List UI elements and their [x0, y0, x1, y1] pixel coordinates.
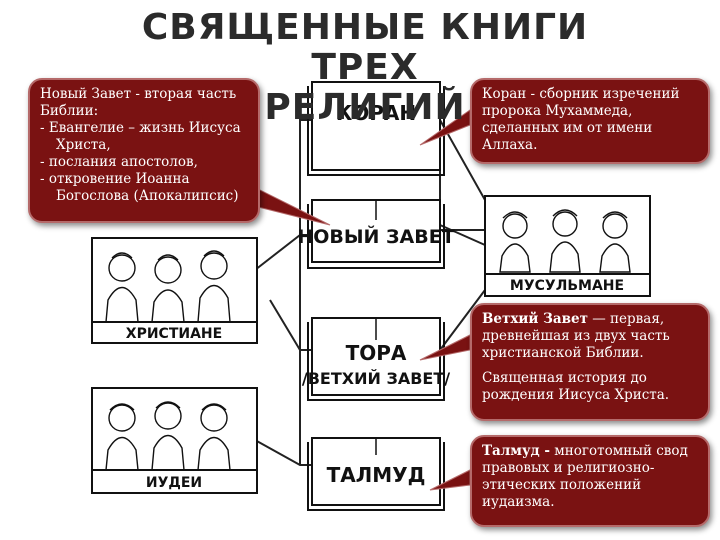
group-jews: ИУДЕИ [92, 388, 257, 493]
connector-lines [255, 120, 485, 465]
christians-label: ХРИСТИАНЕ [126, 326, 222, 342]
callout-talmud: Талмуд - многотомный свод правовых и рел… [470, 435, 710, 527]
book-talmud: ТАЛМУД [308, 438, 444, 510]
callout-new-testament-item: - послания апостолов, [40, 154, 248, 171]
page-title-line-1: СВЯЩЕННЫЕ КНИГИ ТРЕХ [95, 8, 635, 88]
book-torah-label-2: /ВЕТХИЙ ЗАВЕТ/ [302, 369, 450, 388]
callout-new-testament-item: - Евангелие – жизнь Иисуса Христа, [40, 120, 248, 154]
callout-koran: Коран - сборник изречений пророка Мухамм… [470, 78, 710, 164]
jews-label: ИУДЕИ [146, 475, 202, 491]
callout-talmud-term: Талмуд - [482, 443, 550, 459]
callout-new-testament-intro: Новый Завет - вторая часть Библии: [40, 86, 248, 120]
callout-new-testament: Новый Завет - вторая часть Библии: - Ева… [28, 78, 260, 223]
book-torah-label-1: ТОРА [346, 341, 407, 365]
callout-new-testament-item: - откровение Иоанна Богослова (Апокалипс… [40, 171, 248, 205]
book-new-testament-label: НОВЫЙ ЗАВЕТ [297, 225, 454, 248]
callout-koran-text: Коран - сборник изречений пророка Мухамм… [482, 86, 698, 154]
group-muslims: МУСУЛЬМАНЕ [485, 196, 650, 296]
book-talmud-label: ТАЛМУД [327, 463, 426, 487]
callout-old-testament: Ветхий Завет — первая, древнейшая из дву… [470, 303, 710, 421]
group-christians: ХРИСТИАНЕ [92, 238, 257, 343]
book-torah: ТОРА /ВЕТХИЙ ЗАВЕТ/ [302, 318, 450, 400]
callout-old-testament-term: Ветхий Завет [482, 311, 588, 327]
muslims-label: МУСУЛЬМАНЕ [510, 278, 624, 294]
book-new-testament: НОВЫЙ ЗАВЕТ [297, 200, 454, 268]
callout-old-testament-text-2: Священная история до рождения Иисуса Хри… [482, 370, 698, 404]
